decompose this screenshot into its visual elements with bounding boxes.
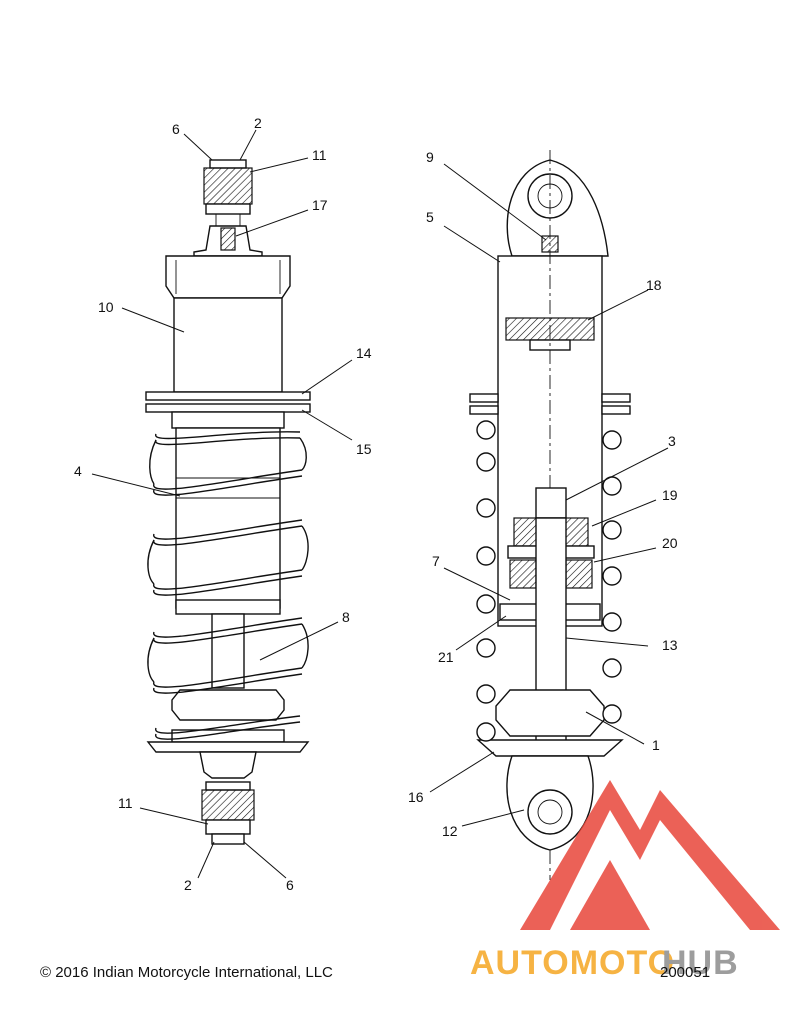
leader-lines	[91, 129, 669, 879]
watermark-brand-right: HUB	[662, 944, 739, 982]
callout-2-bottom: 2	[184, 877, 192, 893]
lower-mount-neck	[199, 751, 257, 779]
right-shock-section-view	[469, 150, 631, 880]
cylinder-body	[175, 427, 281, 609]
top-bushing	[203, 167, 253, 205]
callout-5: 5	[426, 209, 434, 225]
callout-15: 15	[356, 441, 372, 457]
callout-11-bottom: 11	[118, 795, 133, 811]
callout-12: 12	[442, 823, 458, 839]
callout-labels: 6 2 11 17 10 14 15 4 8 11 2 6 9 5 18 3 1…	[74, 115, 678, 893]
fill-valve	[220, 227, 236, 251]
shaft	[211, 613, 245, 689]
spring-retainer-lower	[145, 403, 311, 413]
retainer-right-lower	[601, 405, 631, 415]
automotohub-watermark: AUTOMOTO HUB	[470, 780, 780, 982]
callout-3: 3	[668, 433, 676, 449]
lower-spring-seat	[146, 741, 310, 753]
bump-cup	[495, 689, 605, 737]
bottom-eyelet-top	[205, 781, 251, 791]
callout-6-top: 6	[172, 121, 180, 137]
callout-1: 1	[652, 737, 660, 753]
callout-10: 10	[98, 299, 114, 315]
bottom-eyelet-base	[205, 819, 251, 835]
spring-retainer-upper	[145, 391, 311, 401]
bottom-bushing	[201, 789, 255, 821]
retainer-right-upper	[601, 393, 631, 403]
watermark-logo-inner	[570, 860, 650, 930]
retainer-left-lower	[469, 405, 499, 415]
copyright-notice: © 2016 Indian Motorcycle International, …	[40, 964, 333, 981]
callout-8: 8	[342, 609, 350, 625]
bottom-washer	[211, 833, 245, 845]
cylinder-end-ring	[175, 599, 281, 615]
watermark-logo-outer	[520, 780, 780, 930]
watermark-brand-left: AUTOMOTO	[470, 944, 675, 982]
callout-4: 4	[74, 463, 82, 479]
seal-head-left	[509, 559, 537, 589]
retainer-left-upper	[469, 393, 499, 403]
upper-body-cap	[165, 255, 291, 299]
callout-16: 16	[408, 789, 424, 805]
coil-spring	[147, 431, 309, 740]
callout-17: 17	[312, 197, 328, 213]
coil-sections	[476, 420, 622, 742]
callout-11-top: 11	[312, 147, 327, 163]
callout-19: 19	[662, 487, 678, 503]
retainer-collar	[171, 411, 285, 429]
figure-number: 200051	[660, 964, 710, 981]
lower-seat-section	[476, 739, 624, 757]
piston-nut	[535, 487, 567, 519]
callout-6-bottom: 6	[286, 877, 294, 893]
callout-2-top: 2	[254, 115, 262, 131]
top-eyelet-base	[205, 203, 251, 215]
seal-head-right	[565, 559, 593, 589]
callout-9: 9	[426, 149, 434, 165]
bottom-clevis-eye	[527, 789, 573, 835]
callout-18: 18	[646, 277, 662, 293]
top-washer	[209, 159, 247, 169]
left-shock-external-view	[145, 159, 311, 845]
bump-stop	[171, 689, 285, 721]
callout-20: 20	[662, 535, 678, 551]
callout-7: 7	[432, 553, 440, 569]
callout-14: 14	[356, 345, 372, 361]
main-cylinder	[173, 297, 283, 393]
callout-21: 21	[438, 649, 454, 665]
callout-13: 13	[662, 637, 678, 653]
